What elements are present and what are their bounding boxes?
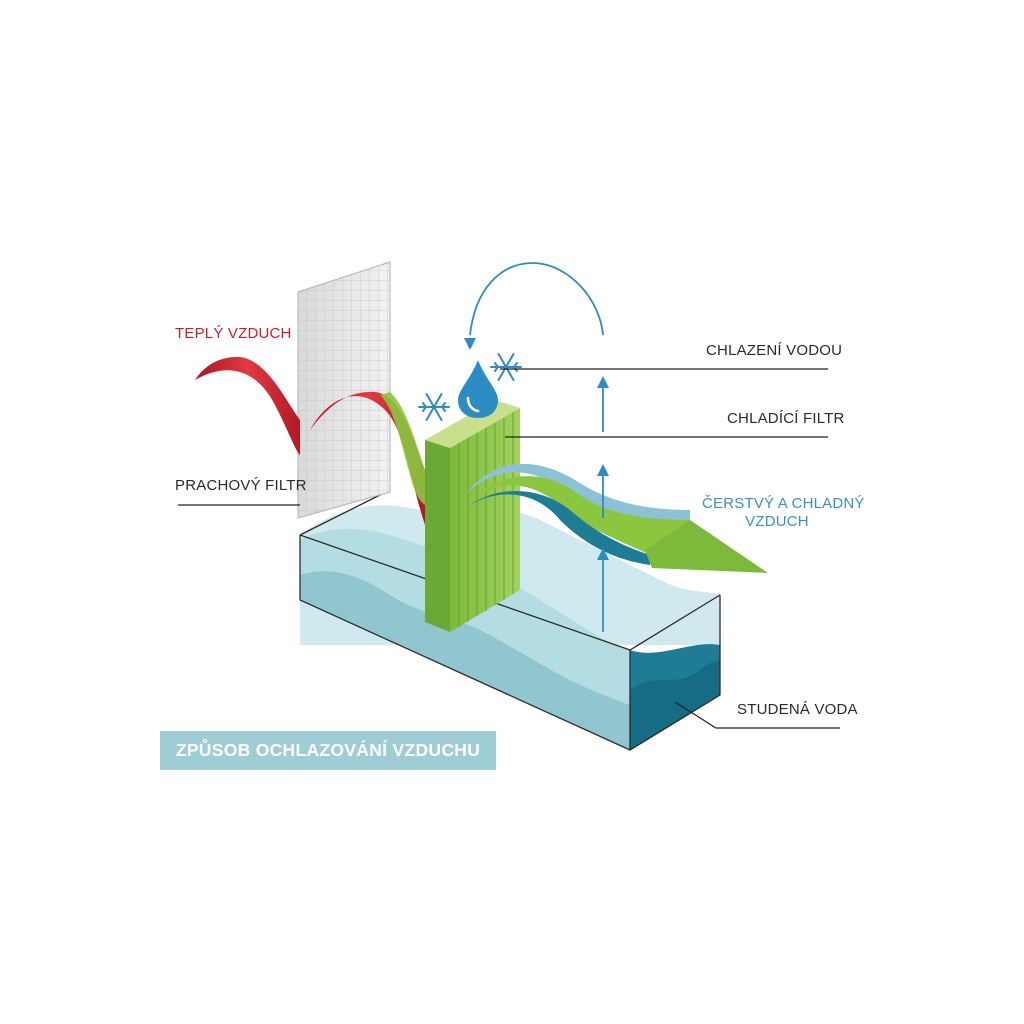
water-side-wave xyxy=(630,660,720,750)
fresh-air-label: ČERSTVÝ A CHLADNÝ VZDUCH xyxy=(702,495,865,531)
tank-outline xyxy=(299,489,721,751)
fresh-air-label-line2: VZDUCH xyxy=(745,513,809,530)
recirculation-arrow-icon xyxy=(464,262,604,350)
cooling-filter-label: CHLADÍCÍ FILTR xyxy=(727,410,845,427)
cooling-filter-pad-icon xyxy=(425,400,520,632)
dust-filter-grid-icon xyxy=(297,261,391,519)
diagram-title-box: ZPŮSOB OCHLAZOVÁNÍ VZDUCHU xyxy=(160,731,496,770)
water-cooling-label: CHLAZENÍ VODOU xyxy=(706,342,843,359)
water-tank xyxy=(299,489,721,751)
warm-air-flow xyxy=(195,356,425,525)
cold-water-label: STUDENÁ VODA xyxy=(737,701,858,718)
fresh-air-flow xyxy=(465,463,768,573)
snowflake-icon xyxy=(418,353,522,421)
label-leaders xyxy=(178,368,840,729)
dust-filter-label: PRACHOVÝ FILTR xyxy=(175,477,307,494)
fresh-air-label-line1: ČERSTVÝ A CHLADNÝ xyxy=(702,495,865,512)
fresh-air-arrow-head xyxy=(645,520,768,573)
water-front-wave xyxy=(300,571,630,750)
warm-air-label: TEPLÝ VZDUCH xyxy=(175,325,292,342)
water-drop-icon xyxy=(458,360,498,418)
diagram-title: ZPŮSOB OCHLAZOVÁNÍ VZDUCHU xyxy=(175,740,481,760)
